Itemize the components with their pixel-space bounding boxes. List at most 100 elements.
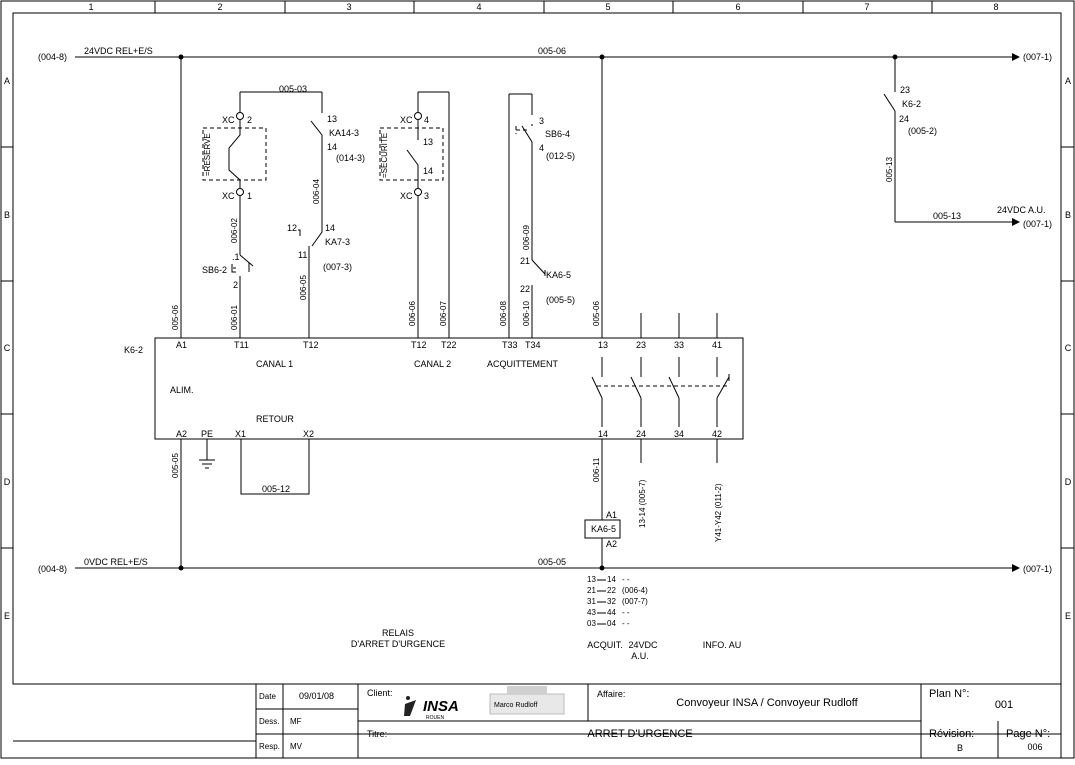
- contact-number: 44: [607, 608, 616, 617]
- column-label: 6: [735, 2, 740, 12]
- relay-terminal: X1: [235, 429, 246, 439]
- resp-value: MV: [290, 742, 303, 751]
- dess-label: Dess.: [259, 717, 279, 726]
- terminal-number: 2: [247, 115, 252, 125]
- wire-number: 005-06: [171, 305, 180, 330]
- contact-number: 21: [587, 586, 596, 595]
- revision-label: Révision:: [929, 728, 974, 740]
- cross-reference: 13-14 (005-7): [638, 479, 647, 528]
- date-label: Date: [259, 692, 276, 701]
- row-dividers: [1, 146, 1074, 549]
- wire-number: 005-13: [885, 157, 894, 182]
- terminal-number: 14: [327, 142, 337, 152]
- relay-terminal: 23: [636, 340, 646, 350]
- rail-ref: (007-1): [1023, 564, 1052, 574]
- plan-value: 001: [995, 699, 1013, 711]
- ground-symbol: [199, 439, 215, 469]
- reserve-label: =RESERVE: [203, 133, 212, 176]
- caption-24vdc: 24VDC: [628, 640, 658, 650]
- wire-number: 005-06: [592, 301, 601, 326]
- column-label: 5: [605, 2, 610, 12]
- retour-loop: [240, 439, 310, 495]
- contact-row: 03 04 - -: [587, 619, 630, 628]
- wire-number: 006-04: [312, 179, 321, 204]
- relay-terminal: T11: [234, 340, 249, 350]
- client-label: Client:: [367, 688, 393, 698]
- terminal-number: 4: [539, 143, 544, 153]
- wire-number: 006-09: [522, 225, 531, 250]
- contact-number: 14: [607, 575, 616, 584]
- row-label: E: [4, 611, 10, 621]
- wire-number: 006-10: [522, 301, 531, 326]
- coil-label: KA6-5: [591, 524, 616, 534]
- coil-contacts-table: 13 14 - - 21 22 (006-4) 31 32 (007-7) 43…: [587, 575, 648, 628]
- wire-number: 005-12: [262, 484, 290, 494]
- column-label: 4: [476, 2, 481, 12]
- cross-reference: (005-5): [546, 295, 575, 305]
- caption-info: INFO. AU: [703, 640, 742, 650]
- relay-terminal: 14: [598, 429, 608, 439]
- titre-label: Titre:: [367, 729, 387, 739]
- component-label: SB6-4: [545, 129, 570, 139]
- wire-number: 006-07: [439, 301, 448, 326]
- relay-terminal: A1: [176, 340, 187, 350]
- relay-terminal: X2: [303, 429, 314, 439]
- row-label: C: [1065, 343, 1072, 353]
- terminal-number: .1: [232, 252, 240, 262]
- safety-relay-block: [154, 337, 744, 440]
- contact-row: 43 44 - -: [587, 608, 630, 617]
- contact-ref: (007-7): [622, 597, 648, 606]
- terminal-number: 24: [899, 114, 909, 124]
- wire-number: 005-03: [279, 84, 307, 94]
- contact-number: 03: [587, 619, 596, 628]
- cross-reference: (007-3): [323, 262, 352, 272]
- affaire-label: Affaire:: [597, 689, 625, 699]
- plan-label: Plan N°:: [929, 688, 969, 700]
- terminal-number: 12: [287, 223, 297, 233]
- wire-number: 006-02: [230, 218, 239, 243]
- contact-number: 31: [587, 597, 596, 606]
- terminal-number: A2: [606, 539, 617, 549]
- wire-number: 005-06: [538, 46, 566, 56]
- bottom-supply-rail: [75, 564, 1020, 572]
- affaire-value: Convoyeur INSA / Convoyeur Rudloff: [676, 697, 858, 709]
- terminal-number: A1: [606, 510, 617, 520]
- row-label: D: [1065, 477, 1072, 487]
- relay-terminal: 33: [674, 340, 684, 350]
- terminal-number: 3: [539, 116, 544, 126]
- caption-relais: RELAIS: [382, 628, 414, 638]
- relay-terminal: 24: [636, 429, 646, 439]
- column-label: 1: [88, 2, 93, 12]
- row-label: D: [4, 477, 11, 487]
- retour-label: RETOUR: [256, 414, 294, 424]
- page-value: 006: [1027, 742, 1042, 752]
- cross-reference: (012-5): [546, 151, 575, 161]
- wire-number: 006-06: [408, 301, 417, 326]
- terminal-number: 2: [233, 280, 238, 290]
- contact-number: 32: [607, 597, 616, 606]
- terminal-number: 14: [423, 166, 433, 176]
- rail-label: 24VDC A.U.: [997, 205, 1046, 215]
- row-label: E: [1065, 611, 1071, 621]
- connector-label: XC: [222, 115, 235, 125]
- relay-tag: K6-2: [124, 345, 143, 355]
- relay-terminal: T12: [411, 340, 427, 350]
- contact-ref: - -: [622, 619, 630, 628]
- contact-number: 22: [607, 586, 616, 595]
- relay-terminal: 41: [712, 340, 722, 350]
- terminal-number: 3: [424, 191, 429, 201]
- component-label: K6-2: [902, 99, 921, 109]
- terminal-number: 13: [327, 114, 337, 124]
- relay-terminal: T33: [502, 340, 518, 350]
- channel-label: ACQUITTEMENT: [487, 359, 559, 369]
- relay-output-contacts: [591, 357, 730, 427]
- wire-number: 006-01: [230, 305, 239, 330]
- terminal-number: 23: [900, 85, 910, 95]
- relay-terminal: A2: [176, 429, 187, 439]
- contact-row: 31 32 (007-7): [587, 597, 648, 606]
- rail-ref: (004-8): [38, 52, 67, 62]
- column-label: 2: [217, 2, 222, 12]
- rail-label: 24VDC REL+E/S: [84, 46, 153, 56]
